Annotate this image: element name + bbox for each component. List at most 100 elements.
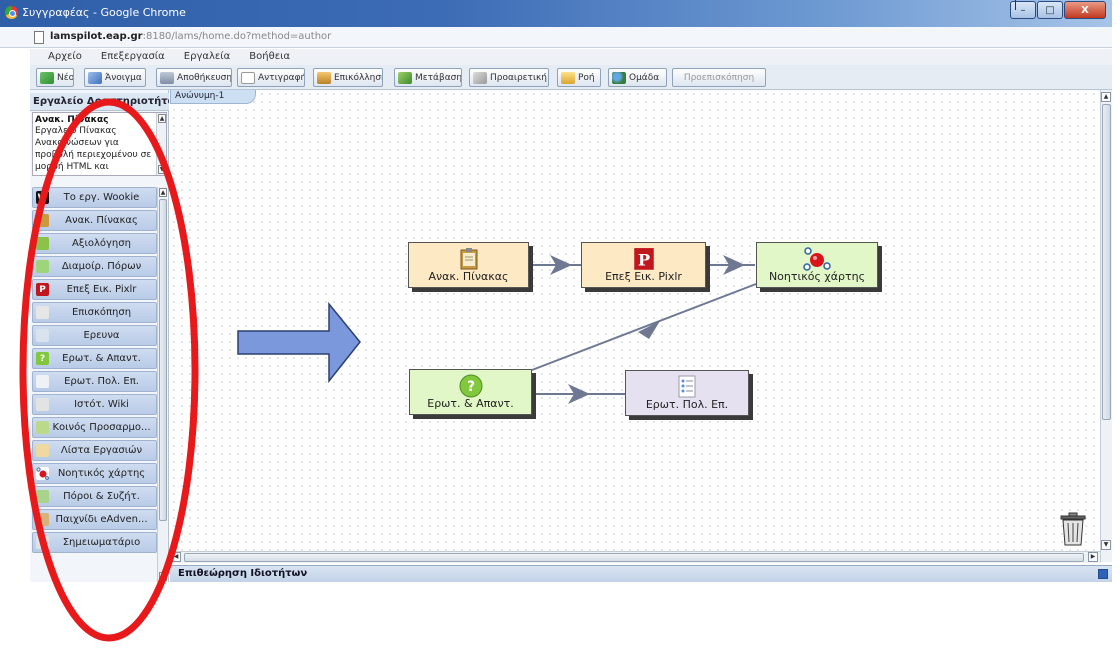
tool-item-label: Ανακ. Πίνακας: [65, 215, 138, 226]
tool-item[interactable]: Πόροι & Συζήτ.: [32, 486, 157, 507]
preview-label: Προεπισκόπηση: [683, 72, 755, 83]
url-path: :8180/lams/home.do?method=author: [142, 31, 332, 42]
tool-item[interactable]: Διαμοίρ. Πόρων: [32, 256, 157, 277]
tool-item[interactable]: Ανακ. Πίνακας: [32, 210, 157, 231]
tool-item[interactable]: Επισκόπηση: [32, 302, 157, 323]
menu-tools[interactable]: Εργαλεία: [183, 51, 231, 62]
flow-button[interactable]: Ροή: [557, 68, 601, 87]
properties-inspector-bar[interactable]: Επιθεώρηση Ιδιοτήτων: [170, 565, 1112, 582]
copy-button[interactable]: Αντιγραφή: [237, 68, 305, 87]
tool-item[interactable]: Αξιολόγηση: [32, 233, 157, 254]
activity-qa[interactable]: ? Ερωτ. & Απαντ.: [409, 369, 532, 415]
menu-file[interactable]: Αρχείο: [48, 51, 82, 62]
mcq-icon: [678, 375, 696, 398]
tool-item-label: Ιστότ. Wiki: [74, 399, 129, 410]
noticeboard-icon: [460, 248, 477, 270]
description-line: Εργαλείο Πίνακας: [35, 126, 117, 136]
new-label: Νέο: [57, 72, 74, 83]
tool-item[interactable]: Ερωτ. Πολ. Επ.: [32, 371, 157, 392]
mcq-icon: [36, 375, 49, 388]
tool-list-scrollbar[interactable]: ▲ ▼: [157, 187, 167, 582]
tool-item-label: Σημειωματάριο: [62, 537, 141, 548]
research-icon: [36, 329, 49, 342]
tool-item[interactable]: Παιχνίδι eAdven...: [32, 509, 157, 530]
group-icon: [612, 71, 626, 84]
url-host: lamspilot.eap.gr: [50, 31, 143, 42]
paste-label: Επικόλληση: [334, 72, 383, 83]
save-icon: [160, 71, 174, 84]
scroll-up-arrow[interactable]: ▲: [159, 188, 167, 197]
address-bar[interactable]: lamspilot.eap.gr:8180/lams/home.do?metho…: [0, 27, 1112, 48]
maximize-button[interactable]: □: [1037, 1, 1063, 19]
scroll-up-arrow[interactable]: ▲: [1101, 92, 1111, 102]
scroll-thumb[interactable]: [184, 553, 1084, 562]
new-icon: [40, 71, 54, 84]
transition-button[interactable]: Μετάβαση: [394, 68, 462, 87]
trash-icon[interactable]: [1058, 512, 1088, 546]
tool-item-label: Παιχνίδι eAdven...: [55, 514, 148, 525]
tool-item-label: Αξιολόγηση: [72, 238, 131, 249]
connectors-layer: [237, 255, 757, 404]
activity-mcq[interactable]: Ερωτ. Πολ. Επ.: [625, 370, 749, 416]
activity-label: Ανακ. Πίνακας: [428, 270, 509, 283]
flow-icon: [561, 71, 575, 84]
transition-line[interactable]: [531, 283, 757, 371]
tool-item-label: Επισκόπηση: [71, 307, 132, 318]
url-text[interactable]: lamspilot.eap.gr:8180/lams/home.do?metho…: [50, 31, 331, 42]
wookie-icon: W: [36, 191, 49, 204]
panel-title: Εργαλείο Δραστηριοτήτων: [30, 93, 169, 111]
tool-item[interactable]: Κοινός Προσαρμο...: [32, 417, 157, 438]
scroll-down-arrow[interactable]: ▼: [1101, 540, 1111, 550]
window-title: Συγγραφέας - Google Chrome: [22, 6, 186, 19]
group-button[interactable]: Ομάδα: [608, 68, 667, 87]
canvas-vertical-scrollbar[interactable]: ▲ ▼: [1100, 90, 1112, 562]
activity-noticeboard[interactable]: Ανακ. Πίνακας: [408, 242, 529, 288]
activity-tools-panel: Εργαλείο Δραστηριοτήτων Ανακ. Πίνακας Ερ…: [30, 90, 169, 582]
scroll-down-arrow[interactable]: ▼: [158, 165, 166, 174]
scroll-thumb[interactable]: [159, 199, 167, 521]
menu-bar: Αρχείο Επεξεργασία Εργαλεία Βοήθεια: [30, 49, 1112, 65]
transition-arrowhead: [723, 255, 745, 275]
scroll-thumb[interactable]: [1102, 104, 1111, 420]
design-canvas[interactable]: Ανώνυμη-1 Ανακ. Πίνακας P Επεξ Εικ. Pixl…: [170, 90, 1100, 562]
save-button[interactable]: Αποθήκευση: [156, 68, 232, 87]
optional-button[interactable]: Προαιρετική: [469, 68, 549, 87]
scroll-down-arrow[interactable]: ▼: [159, 572, 167, 581]
description-line: μορφή HTML και: [35, 162, 109, 172]
new-button[interactable]: Νέο: [36, 68, 74, 87]
expand-icon[interactable]: [1098, 569, 1108, 579]
activity-pixlr[interactable]: P Επεξ Εικ. Pixlr: [581, 242, 706, 288]
scroll-up-arrow[interactable]: ▲: [158, 114, 166, 123]
tool-item[interactable]: Ερευνα: [32, 325, 157, 346]
tool-item[interactable]: Ιστότ. Wiki: [32, 394, 157, 415]
copy-icon: [241, 71, 255, 84]
canvas-horizontal-scrollbar[interactable]: ◀ ▶: [170, 551, 1100, 563]
pixlr-icon: P: [36, 283, 49, 296]
menu-help[interactable]: Βοήθεια: [249, 51, 291, 62]
title-bar: Συγγραφέας - Google Chrome – □ X: [0, 0, 1112, 27]
pencil-icon: [398, 71, 412, 84]
transition-arrowhead: [550, 255, 572, 275]
menu-edit[interactable]: Επεξεργασία: [100, 51, 165, 62]
activity-mindmap[interactable]: Νοητικός χάρτης: [756, 242, 878, 288]
tool-item[interactable]: Νοητικός χάρτης: [32, 463, 157, 484]
description-scrollbar[interactable]: ▲ ▼: [156, 113, 166, 175]
tool-item[interactable]: ?Ερωτ. & Απαντ.: [32, 348, 157, 369]
scroll-left-arrow[interactable]: ◀: [171, 552, 181, 562]
close-button[interactable]: X: [1064, 1, 1106, 19]
paste-button[interactable]: Επικόλληση: [313, 68, 383, 87]
qa-icon: ?: [36, 352, 49, 365]
tasklist-icon: [36, 444, 49, 457]
minimize-button[interactable]: –: [1010, 1, 1036, 19]
transition-label: Μετάβαση: [415, 72, 462, 83]
scroll-right-arrow[interactable]: ▶: [1088, 552, 1098, 562]
question-icon: ?: [459, 374, 482, 398]
preview-button[interactable]: Προεπισκόπηση: [672, 68, 766, 87]
tool-item[interactable]: Λίστα Εργασιών: [32, 440, 157, 461]
tool-description-box: Ανακ. Πίνακας Εργαλείο Πίνακας Ανακοινώσ…: [32, 112, 167, 176]
tool-item-label: Ερωτ. Πολ. Επ.: [64, 376, 139, 387]
open-button[interactable]: Άνοιγμα: [84, 68, 146, 87]
tool-item[interactable]: Σημειωματάριο: [32, 532, 157, 553]
